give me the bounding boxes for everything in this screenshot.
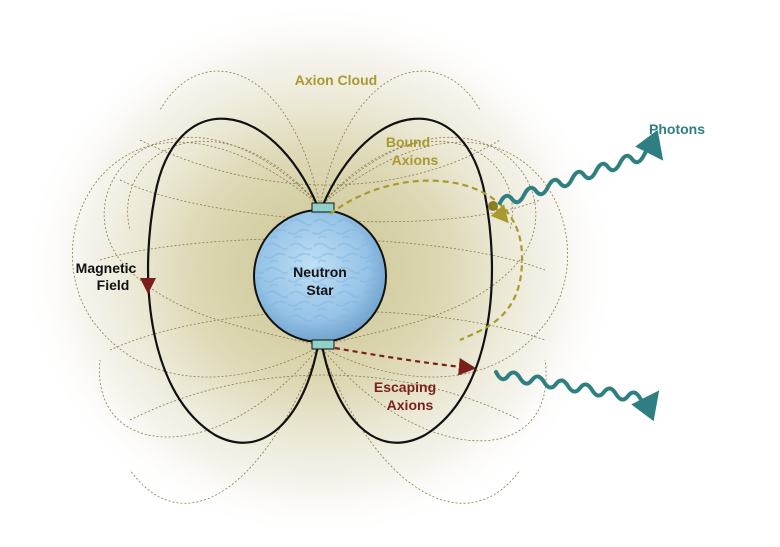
north-polar-cap: [311, 202, 335, 213]
magnetic-field-loop-right: [320, 117, 493, 444]
neutron-star-label-line1: Neutron: [293, 264, 347, 280]
bound-axions-label-line1: Bound: [386, 134, 430, 150]
magnetic-field-label-line2: Field: [97, 277, 130, 293]
bound-axions-label-line2: Axions: [392, 152, 439, 168]
photons-label: Photons: [649, 121, 705, 137]
neutron-star-label-line2: Star: [306, 282, 334, 298]
photon-wave-lower: [494, 370, 660, 422]
escaping-axions-label-line2: Axions: [387, 397, 434, 413]
escaping-axions-label-line1: Escaping: [374, 379, 436, 395]
neutron-star-texture: [256, 212, 384, 340]
photon-wave-upper: [498, 129, 664, 205]
bound-axion-particle: [488, 201, 498, 211]
magnetic-field-label-line1: Magnetic: [76, 260, 137, 276]
axion-cloud-label: Axion Cloud: [295, 72, 377, 88]
bound-axion-orbit: [329, 179, 524, 341]
south-polar-cap: [311, 339, 335, 350]
